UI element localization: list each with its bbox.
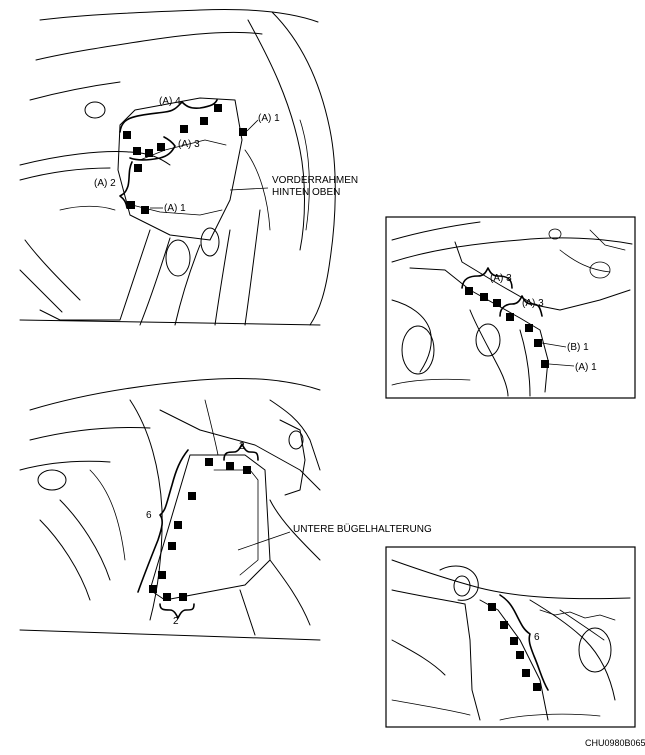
label-count-2-top: 2: [239, 441, 245, 452]
brace-count-6: [137, 449, 189, 593]
label-inset-a3-lower: (A) 3: [522, 298, 544, 309]
frame-sketch-lower: [19, 377, 321, 641]
label-inset-a3-upper: (A) 3: [490, 273, 512, 284]
label-a1-lower: (A) 1: [164, 203, 186, 214]
brace-a2: [119, 161, 133, 209]
inset-upper-right: (A) 3 (A) 3 (B) 1 (A) 1: [385, 216, 636, 399]
brace-count-2-bottom: [159, 603, 195, 619]
bolt-marks-inset-lower: [488, 603, 541, 691]
brace-inset-6: [499, 594, 549, 691]
brace-count-2-top: [223, 443, 259, 461]
label-a4: (A) 4: [159, 96, 181, 107]
brace-a3: [129, 136, 176, 161]
bolt-marks-inset-upper: [465, 287, 549, 368]
label-frame-line2: HINTEN OBEN: [272, 187, 340, 198]
label-inset-a1: (A) 1: [575, 362, 597, 373]
label-frame-line1: VORDERRAHMEN: [272, 175, 358, 186]
bolt-marks-upper: [123, 104, 247, 214]
brace-inset-a3-lower: [499, 295, 543, 317]
label-inset-b1: (B) 1: [567, 342, 589, 353]
figure-code: CHU0980B065: [585, 738, 645, 748]
label-a1-top: (A) 1: [258, 113, 280, 124]
label-inset-6: 6: [534, 632, 540, 643]
label-a2: (A) 2: [94, 178, 116, 189]
bolt-marks-lower: [149, 458, 251, 601]
label-lower-bracket: UNTERE BÜGELHALTERUNG: [293, 523, 432, 535]
brace-inset-a3-upper: [461, 267, 513, 289]
brace-a4: [119, 99, 218, 133]
label-count-2-bottom: 2: [173, 616, 179, 627]
inset-lower-right: 6: [385, 546, 636, 728]
upper-main-view: (A) 4 (A) 3 (A) 1 (A) 2 (A) 1 VORDERRAHM…: [19, 9, 358, 326]
label-count-6: 6: [146, 510, 152, 521]
lower-main-view: 2 6 2 UNTERE BÜGELHALTERUNG: [19, 377, 432, 641]
frame-sketch-upper: [19, 9, 336, 326]
label-a3: (A) 3: [178, 139, 200, 150]
